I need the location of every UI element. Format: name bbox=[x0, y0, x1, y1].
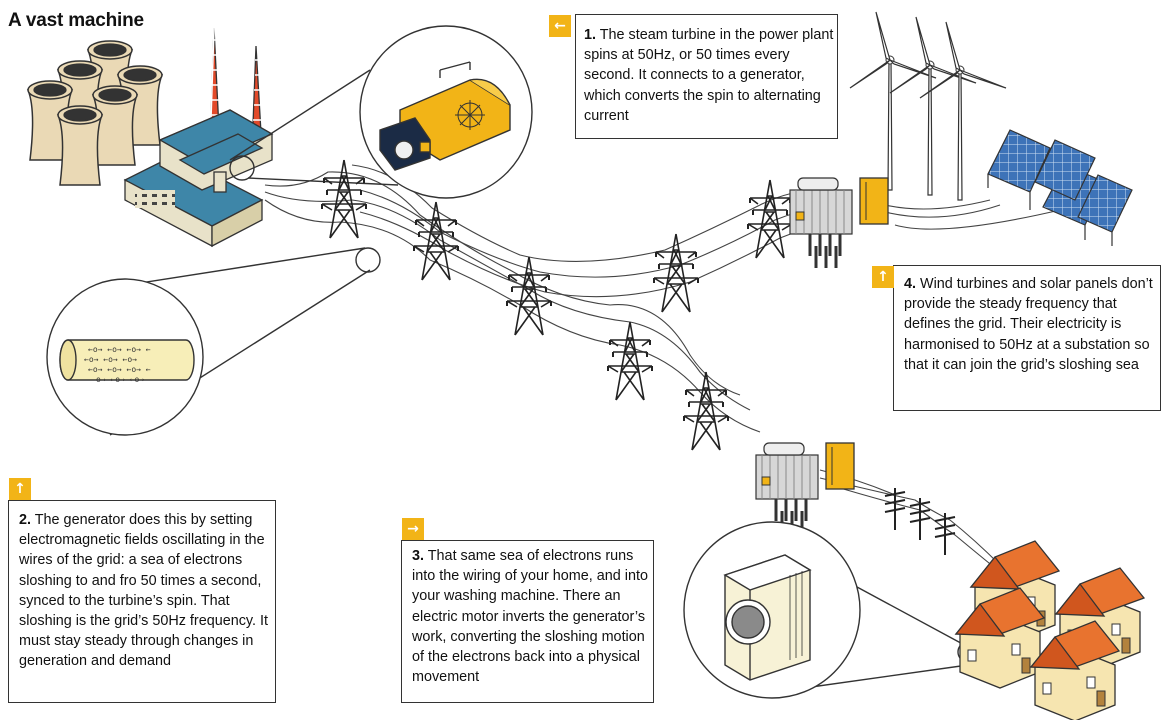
svg-text:←o→ ←o→ ←o→: ←o→ ←o→ ←o→ bbox=[84, 355, 137, 364]
callout-text: 1. The steam turbine in the power plant … bbox=[584, 25, 834, 126]
callout-text: 2. The generator does this by setting el… bbox=[19, 510, 274, 672]
callout-body: Wind turbines and solar panels don’t pro… bbox=[904, 276, 1153, 373]
callout-renewables: ↑ 4. Wind turbines and solar panels don’… bbox=[872, 265, 1161, 411]
callout-number: 1. bbox=[584, 27, 597, 43]
callout-number: 2. bbox=[19, 512, 32, 528]
callout-text: 3. That same sea of electrons runs into … bbox=[412, 546, 652, 687]
callout-generator: ↑ 2. The generator does this by setting … bbox=[8, 478, 276, 703]
callout-body: The generator does this by setting elect… bbox=[19, 512, 269, 670]
callout-turbine: ← 1. The steam turbine in the power plan… bbox=[549, 14, 838, 139]
pylons bbox=[321, 159, 793, 451]
callout-body: The steam turbine in the power plant spi… bbox=[584, 27, 834, 124]
callout-home: → 3. That same sea of electrons runs int… bbox=[401, 518, 654, 703]
houses bbox=[955, 540, 1145, 720]
svg-text:o→ ←o→ ←o→: o→ ←o→ ←o→ bbox=[96, 375, 144, 384]
power-plant bbox=[27, 27, 274, 248]
distribution-poles bbox=[884, 487, 956, 556]
svg-text:←o→ ←o→ ←o→ ←: ←o→ ←o→ ←o→ ← bbox=[88, 365, 151, 374]
page-title: A vast machine bbox=[8, 10, 144, 31]
svg-text:←o→ ←o→ ←o→ ←: ←o→ ←o→ ←o→ ← bbox=[88, 345, 151, 354]
washing-machine-magnifier bbox=[683, 521, 979, 699]
arrow-right-icon: → bbox=[402, 518, 424, 540]
callout-text: 4. Wind turbines and solar panels don’t … bbox=[904, 274, 1158, 375]
turbine-magnifier bbox=[229, 25, 533, 199]
arrow-up-icon: ↑ bbox=[9, 478, 31, 500]
arrow-up-icon: ↑ bbox=[872, 266, 894, 288]
callout-number: 3. bbox=[412, 548, 425, 564]
callout-number: 4. bbox=[904, 276, 917, 292]
arrow-left-icon: ← bbox=[549, 15, 571, 37]
renewables bbox=[849, 11, 1133, 246]
electron-magnifier: ←o→ ←o→ ←o→ ← ←o→ ←o→ ←o→ ←o→ ←o→ ←o→ ← … bbox=[46, 247, 381, 436]
callout-body: That same sea of electrons runs into the… bbox=[412, 548, 648, 686]
